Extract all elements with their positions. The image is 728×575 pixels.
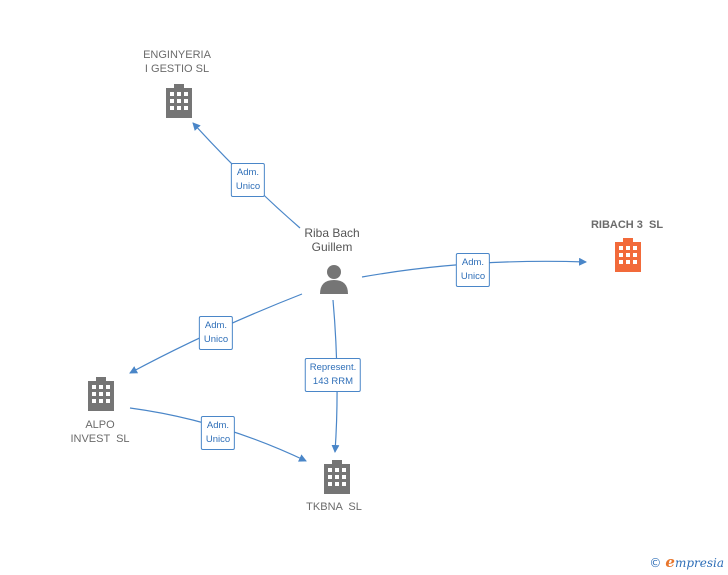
building-icon-ribach3[interactable] (615, 238, 641, 272)
building-icon-alpo[interactable] (88, 377, 114, 411)
edge-label-alpo-tkbna: Adm. Unico (200, 416, 236, 450)
brand-logo-initial: e (665, 553, 675, 571)
person-icon-riba-bach[interactable] (320, 265, 348, 294)
brand-footer[interactable]: ©empresia (649, 553, 724, 571)
node-label-alpo[interactable]: ALPO INVEST SL (70, 419, 130, 445)
edge-label-riba-ribach3: Adm. Unico (455, 253, 491, 287)
node-label-enginyeria[interactable]: ENGINYERIA I GESTIO SL (143, 49, 211, 75)
edge-label-riba-tkbna: Represent. 143 RRM (304, 358, 362, 392)
node-label-tkbna[interactable]: TKBNA SL (306, 501, 362, 513)
copyright-symbol: © (649, 556, 662, 570)
node-label-ribach3[interactable]: RIBACH 3 SL (590, 219, 664, 231)
brand-logo-text: mpresia (674, 556, 724, 570)
edge-label-riba-enginyeria: Adm. Unico (230, 163, 266, 197)
building-icon-enginyeria[interactable] (166, 84, 192, 118)
edge-label-riba-alpo: Adm. Unico (198, 316, 234, 350)
node-label-riba-bach[interactable]: Riba Bach Guillem (304, 226, 360, 254)
building-icon-tkbna[interactable] (324, 460, 350, 494)
